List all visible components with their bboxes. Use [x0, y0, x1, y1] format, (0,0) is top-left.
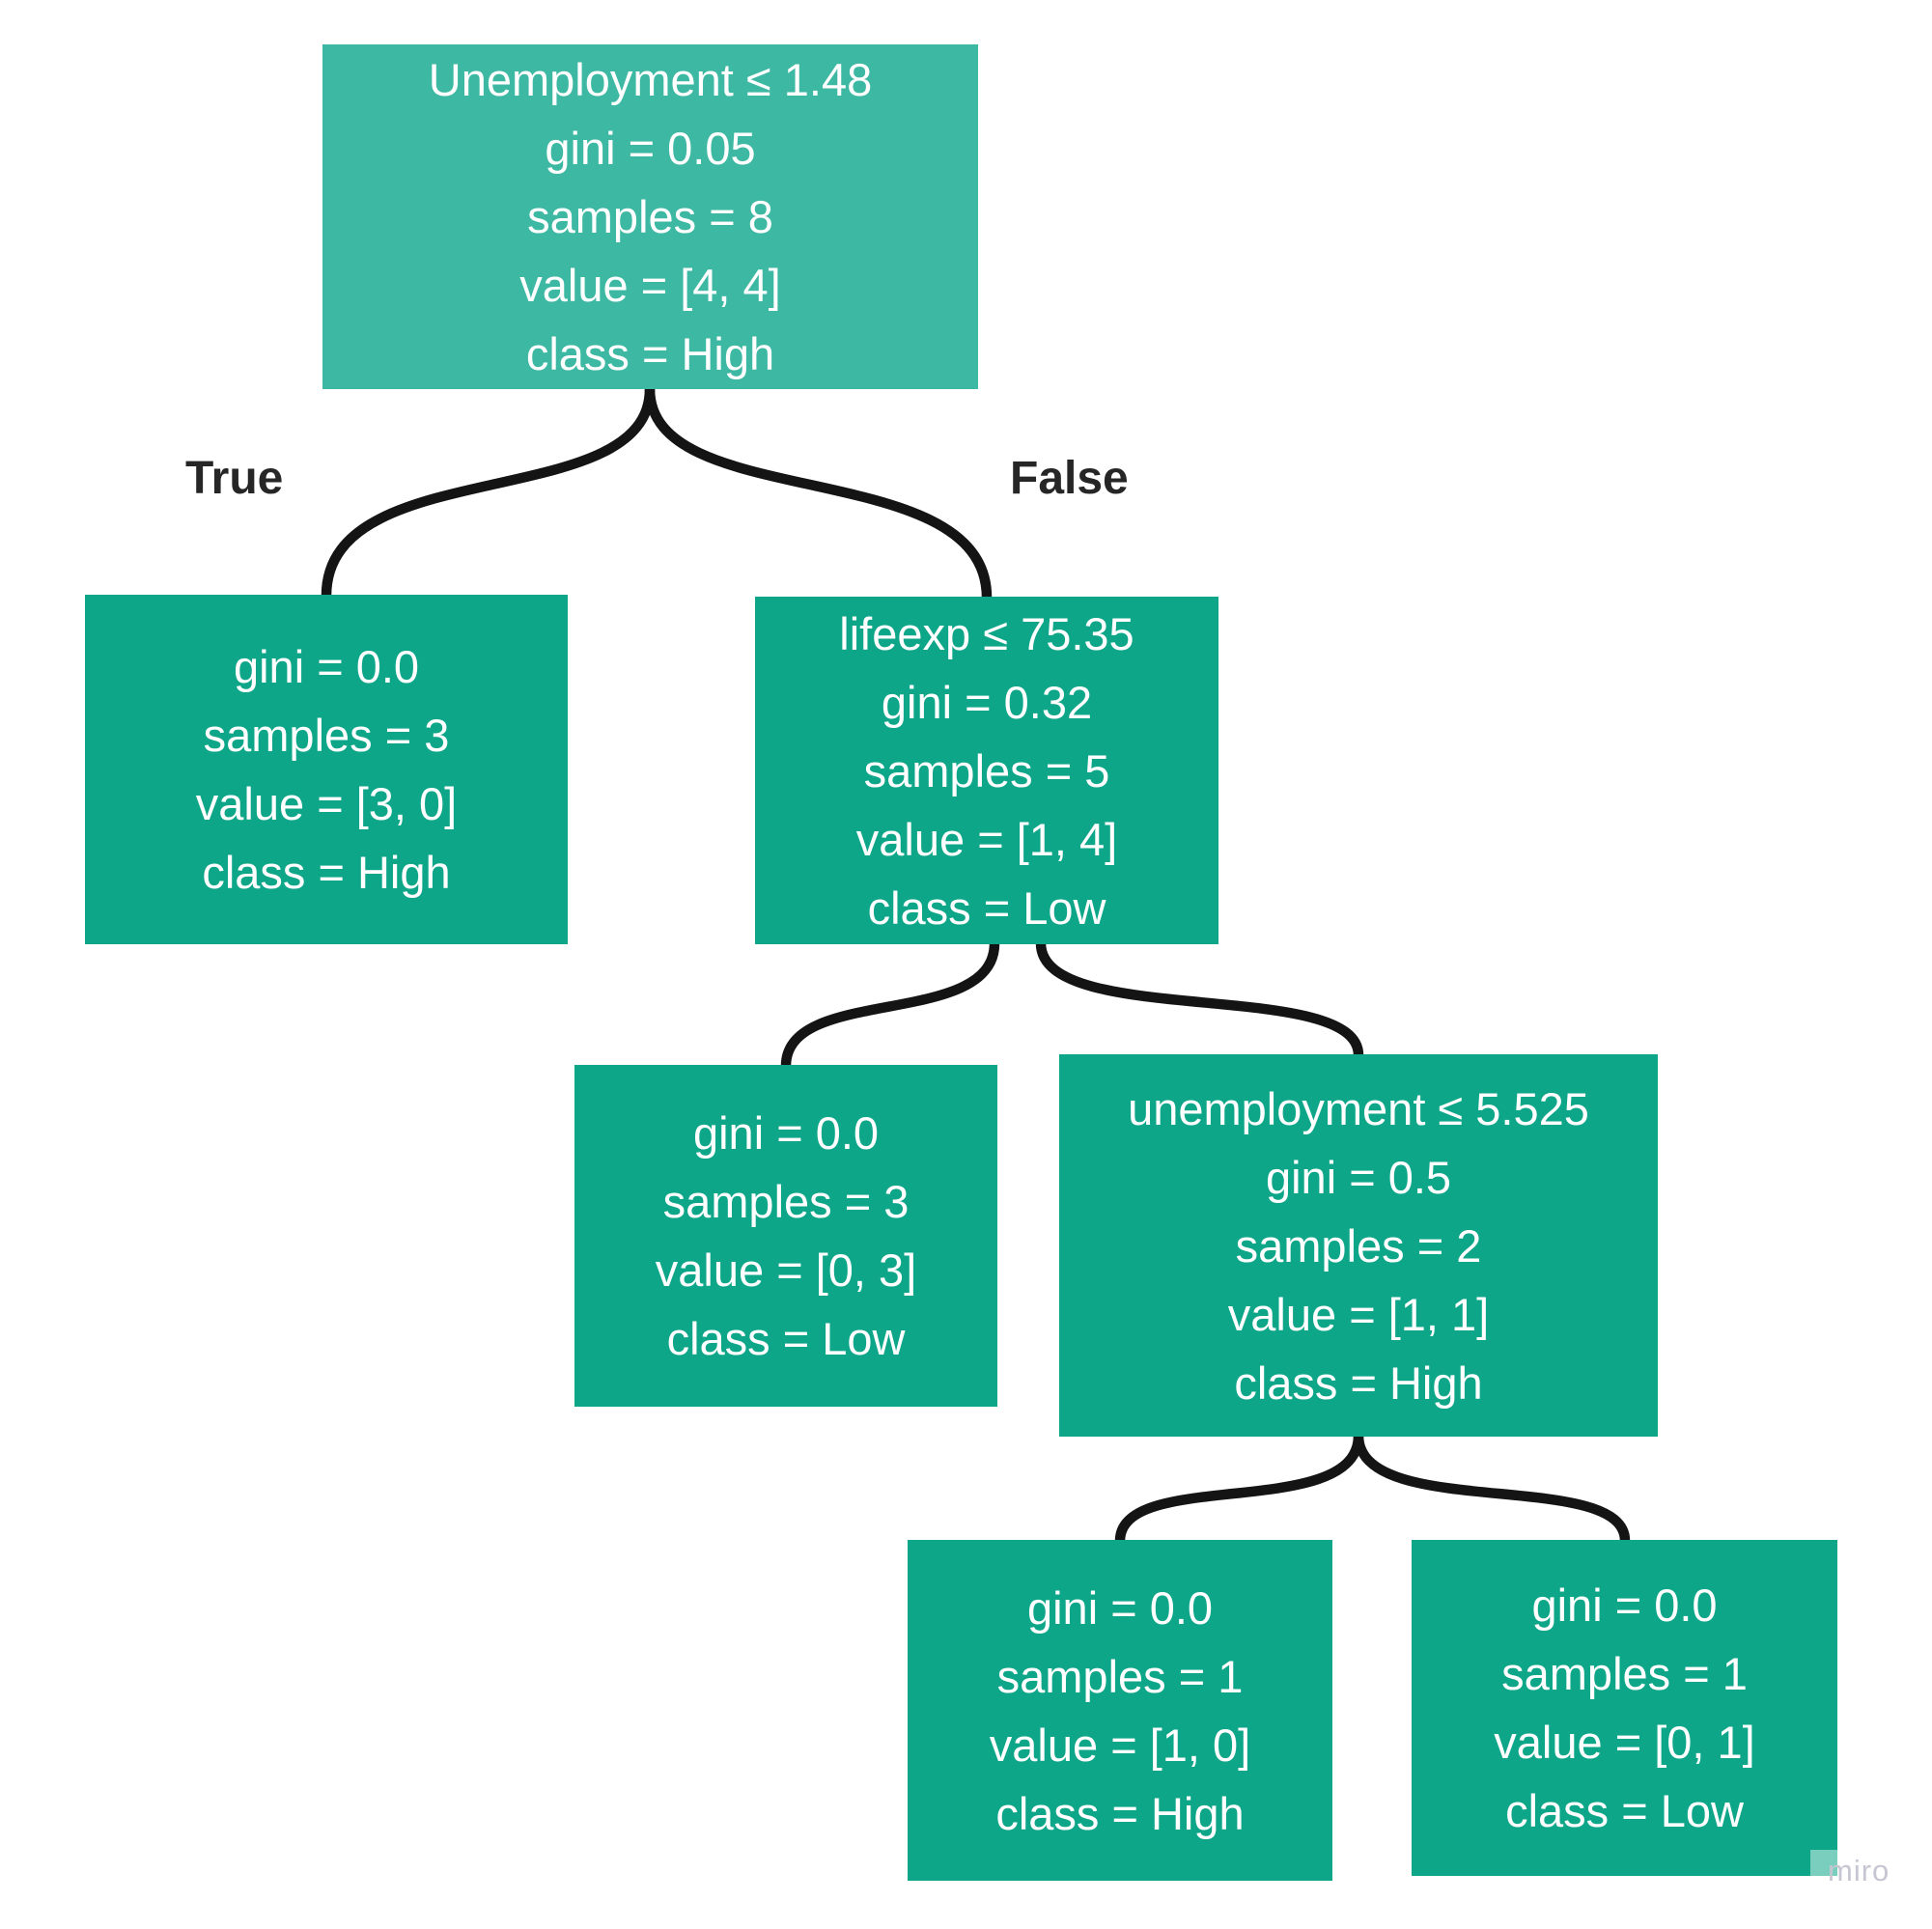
- node-lifeexp[interactable]: lifeexp ≤ 75.35 gini = 0.32 samples = 5 …: [755, 597, 1218, 944]
- node-class: class = Low: [666, 1313, 906, 1364]
- node-value: value = [1, 0]: [989, 1719, 1251, 1771]
- node-true-leaf[interactable]: gini = 0.0 samples = 3 value = [3, 0] cl…: [85, 595, 568, 944]
- edge-unemployment-to-left-leaf[interactable]: [1114, 1430, 1364, 1547]
- node-samples: samples = 1: [996, 1650, 1244, 1702]
- node-samples: samples = 3: [662, 1176, 910, 1227]
- branch-label-true: True: [185, 453, 284, 504]
- edge-lifeexp-to-unemployment[interactable]: [1035, 937, 1364, 1061]
- node-value: value = [3, 0]: [195, 778, 458, 829]
- node-gini: gini = 0.0: [692, 1107, 880, 1159]
- node-samples: samples = 3: [203, 710, 450, 761]
- node-class: class = Low: [1505, 1785, 1744, 1836]
- branch-label-false: False: [1010, 453, 1129, 504]
- node-value: value = [4, 4]: [519, 260, 781, 311]
- node-class: class = Low: [867, 881, 1106, 934]
- node-value: value = [1, 4]: [855, 813, 1118, 865]
- node-class: class = High: [202, 847, 451, 898]
- node-gini: gini = 0.5: [1265, 1151, 1452, 1203]
- node-unemployment-right-leaf[interactable]: gini = 0.0 samples = 1 value = [0, 1] cl…: [1412, 1540, 1837, 1876]
- node-unemployment[interactable]: unemployment ≤ 5.525 gini = 0.5 samples …: [1059, 1054, 1658, 1437]
- node-root[interactable]: Unemployment ≤ 1.48 gini = 0.05 samples …: [322, 44, 978, 389]
- node-samples: samples = 8: [527, 191, 773, 242]
- node-split-condition: unemployment ≤ 5.525: [1128, 1082, 1589, 1134]
- edge-root-to-false-branch[interactable]: [644, 383, 993, 603]
- miro-watermark-icon: [1810, 1850, 1839, 1879]
- node-split-condition: lifeexp ≤ 75.35: [839, 607, 1134, 659]
- node-gini: gini = 0.05: [545, 123, 756, 174]
- node-gini: gini = 0.0: [1026, 1581, 1214, 1634]
- node-gini: gini = 0.0: [233, 641, 420, 692]
- node-gini: gini = 0.32: [881, 676, 1093, 728]
- node-lifeexp-left-leaf[interactable]: gini = 0.0 samples = 3 value = [0, 3] cl…: [574, 1065, 997, 1407]
- node-value: value = [0, 3]: [655, 1244, 917, 1296]
- miro-watermark-text: miro: [1828, 1854, 1890, 1887]
- node-value: value = [0, 1]: [1494, 1717, 1755, 1768]
- node-samples: samples = 2: [1235, 1219, 1482, 1272]
- node-samples: samples = 1: [1501, 1648, 1748, 1699]
- node-gini: gini = 0.0: [1531, 1580, 1718, 1631]
- node-unemployment-left-leaf[interactable]: gini = 0.0 samples = 1 value = [1, 0] cl…: [908, 1540, 1332, 1881]
- node-class: class = High: [1234, 1356, 1483, 1409]
- node-samples: samples = 5: [863, 744, 1110, 797]
- edge-lifeexp-to-left-leaf[interactable]: [780, 937, 1000, 1072]
- node-value: value = [1, 1]: [1227, 1288, 1490, 1340]
- node-split-condition: Unemployment ≤ 1.48: [428, 54, 873, 105]
- node-class: class = High: [995, 1787, 1245, 1839]
- edge-unemployment-to-right-leaf[interactable]: [1353, 1430, 1631, 1547]
- node-class: class = High: [525, 328, 775, 379]
- edge-root-to-true-branch[interactable]: [321, 383, 656, 601]
